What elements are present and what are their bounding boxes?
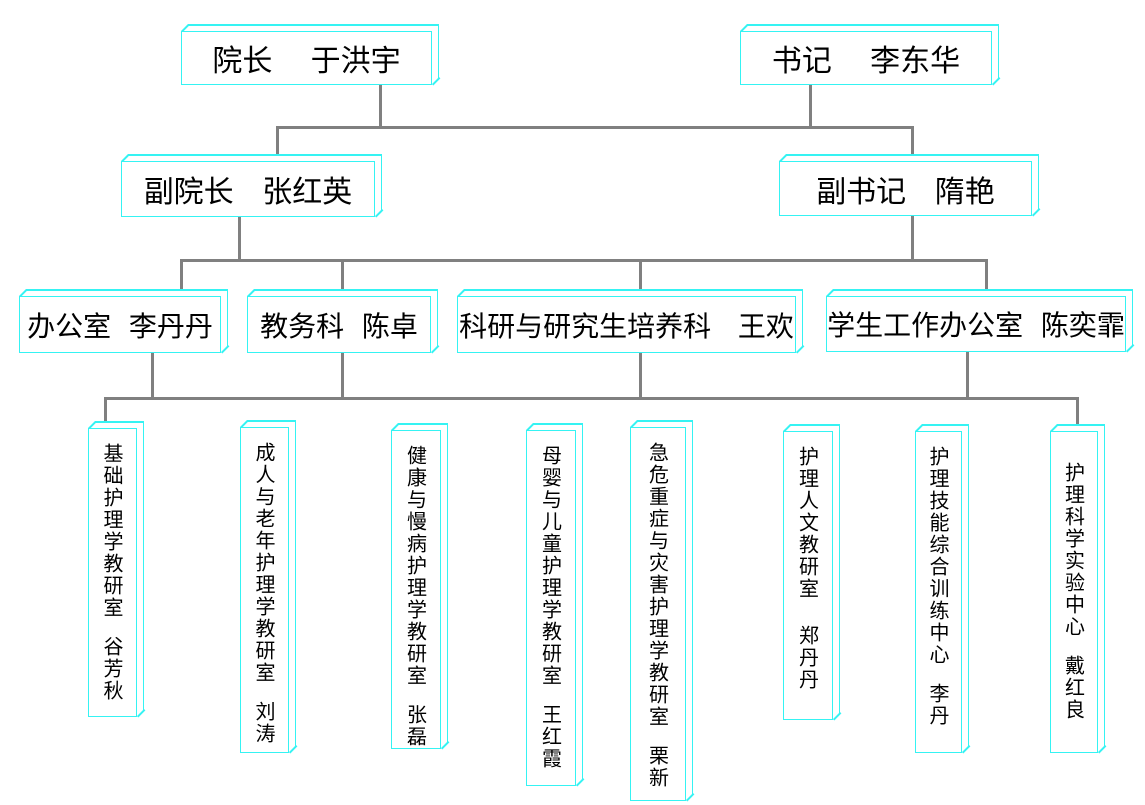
connector <box>341 351 344 399</box>
student-affairs-label: 学生工作办公室 陈奕霏 <box>827 309 1125 342</box>
connector <box>104 397 107 423</box>
research-label: 科研与研究生培养科 王欢 <box>459 309 794 343</box>
connector <box>238 215 241 261</box>
unit-label: 护理技能综合训练中心 李丹 <box>926 446 950 727</box>
dean-label: 院长 于洪宇 <box>212 44 401 79</box>
secretary-box: 书记 李东华 <box>740 24 1001 85</box>
vice-dean-box: 副院长 张红英 <box>121 154 384 217</box>
unit-box: 健康与慢病护理学教研室 张磊 <box>391 423 450 749</box>
connector <box>180 259 183 291</box>
academic-affairs-label: 教务科 陈卓 <box>260 309 418 343</box>
vice-dean-label: 副院长 张红英 <box>143 175 353 210</box>
unit-box: 护理人文教研室 郑丹丹 <box>783 424 842 720</box>
unit-box: 成人与老年护理学教研室 刘涛 <box>240 420 298 753</box>
connector <box>276 126 913 129</box>
unit-label: 成人与老年护理学教研室 刘涛 <box>252 442 276 745</box>
connector <box>966 351 969 399</box>
office-label: 办公室 李丹丹 <box>27 309 213 343</box>
connector <box>809 84 812 128</box>
unit-label: 护理科学实验中心 戴红良 <box>1061 462 1086 721</box>
office-box: 办公室 李丹丹 <box>19 289 230 353</box>
deputy-secretary-box: 副书记 隋艳 <box>779 154 1041 216</box>
unit-box: 基础护理学教研室 谷芳秋 <box>88 421 146 717</box>
connector <box>104 397 1079 400</box>
unit-box: 母婴与儿童护理学教研室 王红霞 <box>526 423 585 786</box>
unit-label: 急危重症与灾害护理学教研室 栗新 <box>645 442 670 789</box>
connector <box>151 351 154 399</box>
student-affairs-box: 学生工作办公室 陈奕霏 <box>826 289 1135 352</box>
connector <box>639 259 642 291</box>
unit-box: 护理科学实验中心 戴红良 <box>1050 424 1107 753</box>
connector <box>341 259 344 291</box>
connector <box>985 259 988 291</box>
connector <box>276 126 279 156</box>
unit-label: 基础护理学教研室 谷芳秋 <box>100 443 124 702</box>
unit-box: 护理技能综合训练中心 李丹 <box>915 424 971 753</box>
secretary-label: 书记 李东华 <box>771 44 961 79</box>
connector <box>1076 397 1079 425</box>
unit-label: 母婴与儿童护理学教研室 王红霞 <box>538 445 563 770</box>
connector <box>379 84 382 128</box>
connector <box>639 351 642 399</box>
unit-label: 护理人文教研室 郑丹丹 <box>795 446 820 692</box>
deputy-secretary-label: 副书记 隋艳 <box>816 174 995 210</box>
academic-affairs-box: 教务科 陈卓 <box>247 289 440 353</box>
unit-box: 急危重症与灾害护理学教研室 栗新 <box>630 420 695 801</box>
connector <box>911 126 914 156</box>
connector <box>180 259 988 262</box>
dean-box: 院长 于洪宇 <box>181 24 441 85</box>
unit-label: 健康与慢病护理学教研室 张磊 <box>403 445 428 748</box>
connector <box>911 215 914 261</box>
research-box: 科研与研究生培养科 王欢 <box>457 289 805 353</box>
